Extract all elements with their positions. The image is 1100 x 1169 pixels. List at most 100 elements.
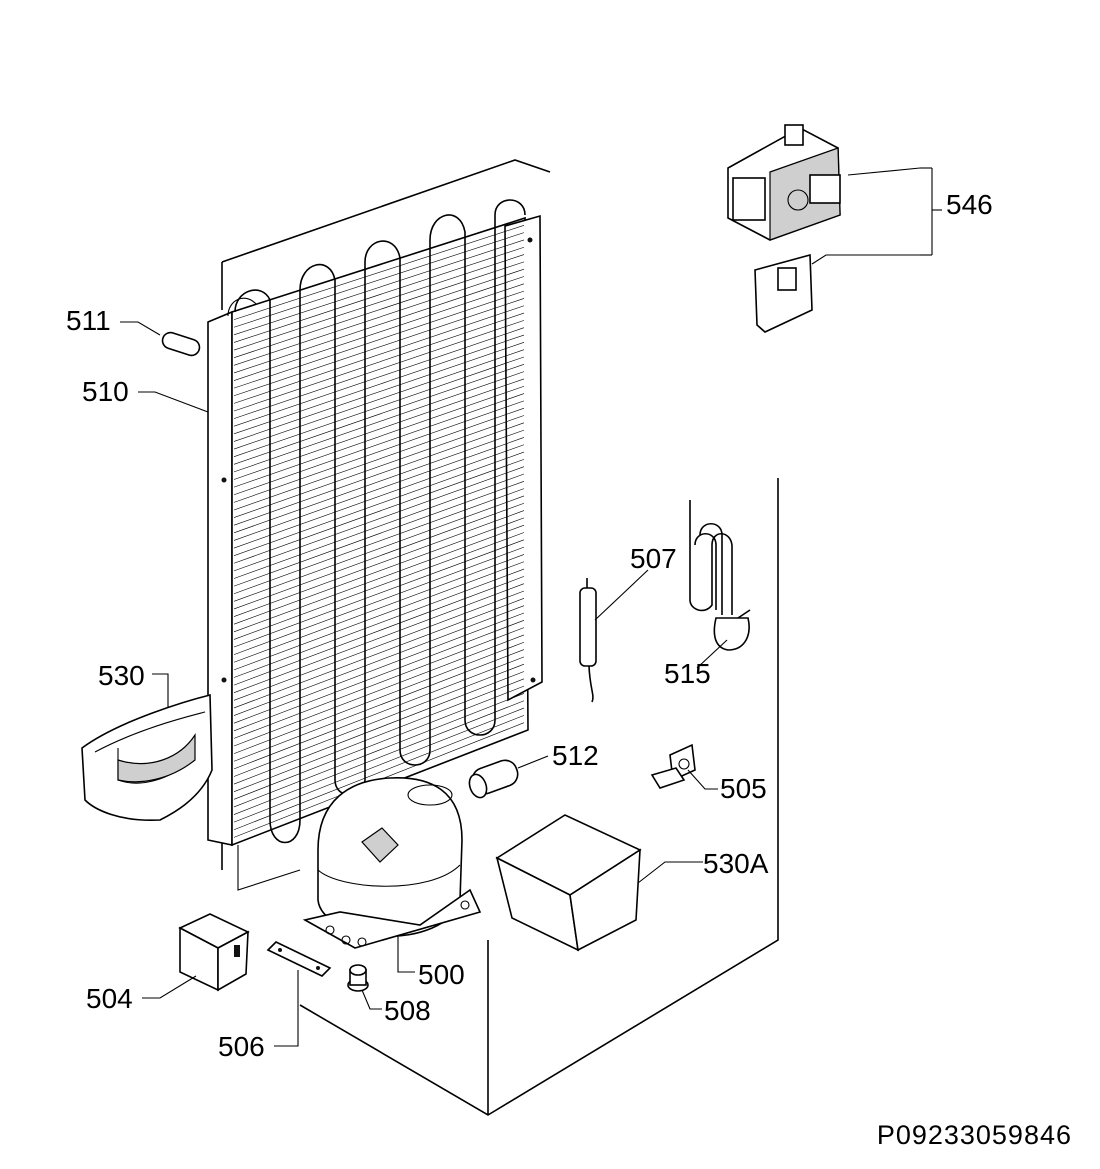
condenser-rung xyxy=(233,283,525,381)
condenser-rung xyxy=(233,693,525,808)
condenser-rung xyxy=(233,246,525,343)
drawing-code: P09233059846 xyxy=(876,1120,1072,1150)
condenser-rung xyxy=(233,576,525,686)
condenser-rung xyxy=(233,393,525,496)
condenser-rung xyxy=(233,312,525,412)
condenser-rung xyxy=(233,415,525,518)
capacitor-512 xyxy=(468,759,519,799)
condenser-rung xyxy=(233,612,525,724)
callout-505: 505 xyxy=(720,773,767,804)
condenser-rung xyxy=(233,378,525,480)
relay-504 xyxy=(178,913,250,992)
condenser-rung xyxy=(233,605,525,716)
callout-512: 512 xyxy=(552,740,599,771)
condenser-rung xyxy=(233,561,525,671)
condenser-rung xyxy=(233,495,525,602)
condenser-rung xyxy=(233,254,525,351)
condenser-rung xyxy=(233,327,525,427)
bracket-506 xyxy=(266,941,332,977)
power-cable-515 xyxy=(689,500,751,651)
condenser-rung xyxy=(233,634,525,747)
condenser-rung xyxy=(233,400,525,503)
condenser-rung xyxy=(233,349,525,450)
callout-511: 511 xyxy=(66,305,111,336)
condenser-rung xyxy=(233,276,525,374)
condenser-rung xyxy=(233,356,525,457)
bracket-505 xyxy=(650,743,696,789)
callout-500: 500 xyxy=(418,959,465,990)
condenser-rung xyxy=(233,225,525,320)
condenser-rung xyxy=(233,685,525,800)
condenser-rung xyxy=(233,466,525,572)
control-unit-546 xyxy=(727,124,841,333)
condenser-rung xyxy=(233,568,525,678)
condenser-rung xyxy=(233,239,525,336)
condenser-rung xyxy=(233,305,525,404)
callout-515: 515 xyxy=(664,658,711,689)
condenser-rung xyxy=(233,342,525,442)
condenser-rung xyxy=(233,371,525,473)
condenser-rung xyxy=(233,510,525,617)
condenser-rung xyxy=(233,481,525,587)
condenser-rung xyxy=(233,620,525,732)
condenser-rung xyxy=(233,459,525,564)
condenser-rung xyxy=(233,539,525,648)
compressor-500 xyxy=(302,777,482,949)
condenser-rung xyxy=(233,700,525,815)
condenser-rung xyxy=(233,502,525,610)
callout-labels: 546 511 510 507 515 530 512 505 530A 500… xyxy=(66,189,993,1062)
condenser-rung xyxy=(233,364,525,465)
condenser-rung xyxy=(233,590,525,701)
condenser-rung xyxy=(233,583,525,693)
condenser-rung xyxy=(233,290,525,389)
callout-506: 506 xyxy=(218,1031,265,1062)
condenser-rung xyxy=(233,532,525,640)
condenser-rung xyxy=(233,663,525,777)
pin-511 xyxy=(161,331,201,357)
callout-507: 507 xyxy=(630,543,677,574)
condenser-rung xyxy=(233,488,525,595)
condenser-rung xyxy=(233,598,525,709)
condenser-rung xyxy=(233,656,525,770)
condenser-rung xyxy=(233,407,525,511)
condenser-rung xyxy=(233,473,525,579)
condenser-rung xyxy=(233,451,525,556)
drip-tray-530 xyxy=(81,693,213,821)
condenser-rung xyxy=(233,707,525,823)
condenser-rung xyxy=(233,546,525,655)
condenser-rung xyxy=(233,320,525,419)
condenser-rung xyxy=(233,517,525,625)
callout-530: 530 xyxy=(98,660,145,691)
condenser-wire-grid xyxy=(233,225,525,838)
condenser-rung xyxy=(233,429,525,534)
condenser-rung xyxy=(233,554,525,663)
condenser-rung xyxy=(233,232,525,328)
condenser-rung xyxy=(233,444,525,549)
callout-530A: 530A xyxy=(703,848,769,879)
grommet-508 xyxy=(347,964,369,992)
condenser-510 xyxy=(207,199,543,891)
condenser-rung xyxy=(233,385,525,488)
condenser-rung xyxy=(233,261,525,358)
box-530A xyxy=(495,814,642,952)
callout-510: 510 xyxy=(82,376,129,407)
condenser-rung xyxy=(233,268,525,366)
condenser-rung xyxy=(233,422,525,526)
callout-508: 508 xyxy=(384,995,431,1026)
condenser-rung xyxy=(233,524,525,633)
callout-546: 546 xyxy=(946,189,993,220)
condenser-rung xyxy=(233,678,525,792)
condenser-rung xyxy=(233,671,525,785)
callout-504: 504 xyxy=(86,983,133,1014)
condenser-rung xyxy=(233,437,525,541)
condenser-rung xyxy=(233,334,525,435)
condenser-rung xyxy=(233,627,525,739)
condenser-rung xyxy=(233,649,525,762)
leader-lines xyxy=(120,167,942,1047)
condenser-rung xyxy=(233,298,525,397)
condenser-rung xyxy=(233,641,525,754)
filter-drier-507 xyxy=(579,578,597,703)
cabinet-outline xyxy=(221,159,779,1116)
